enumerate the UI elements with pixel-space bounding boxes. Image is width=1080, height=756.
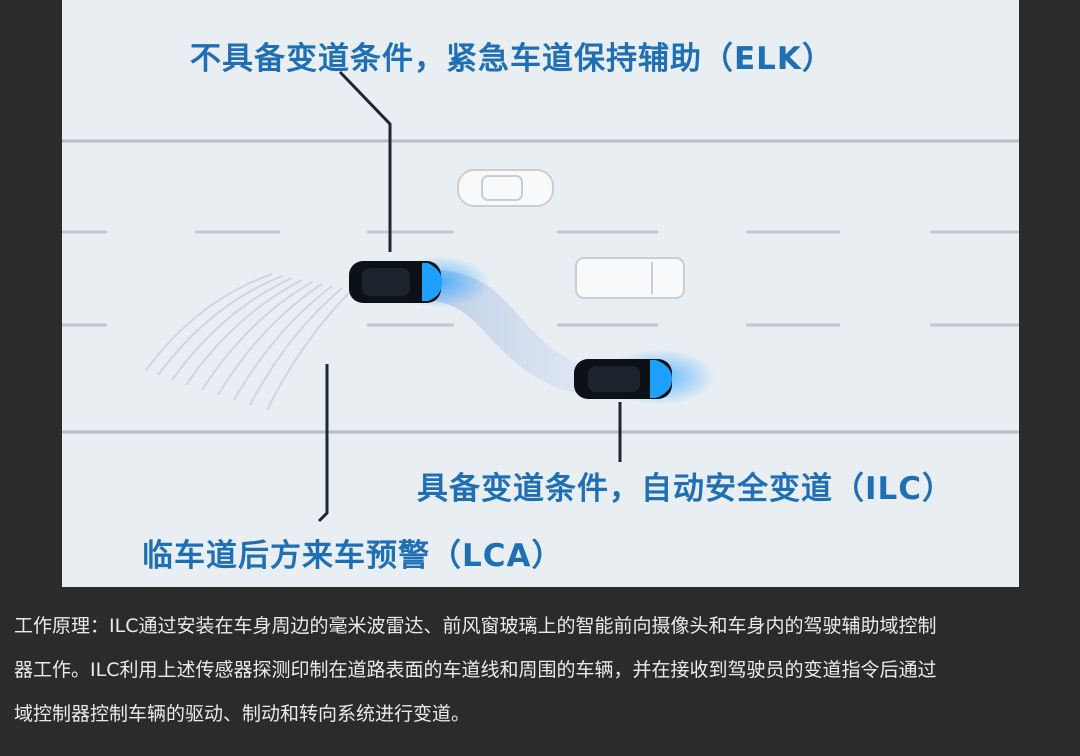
caption-line-1: 工作原理：ILC通过安装在车身周边的毫米波雷达、前风窗玻璃上的智能前向摄像头和车…	[14, 615, 937, 637]
lca-label: 临车道后方来车预警（LCA）	[142, 538, 564, 574]
road-illustration	[62, 70, 1019, 523]
elk-label: 不具备变道条件，紧急车道保持辅助（ELK）	[190, 41, 834, 77]
ilc-label: 具备变道条件，自动安全变道（ILC）	[417, 471, 955, 507]
callout-lines	[317, 70, 622, 523]
van-icon	[575, 257, 685, 299]
parked-car-icon	[457, 169, 554, 207]
caption-line-2: 器工作。ILC利用上述传感器探测印制在道路表面的车道线和周围的车辆，并在接收到驾…	[14, 659, 937, 681]
caption-line-3: 域控制器控制车辆的驱动、制动和转向系统进行变道。	[14, 703, 471, 725]
lane-change-diagram: 不具备变道条件，紧急车道保持辅助（ELK） 具备变道条件，自动安全变道（ILC）…	[62, 0, 1019, 587]
caption-text: 工作原理：ILC通过安装在车身周边的毫米波雷达、前风窗玻璃上的智能前向摄像头和车…	[14, 604, 1070, 736]
radar-wave-icon	[145, 273, 353, 411]
ego-car-end-icon	[574, 359, 672, 399]
ego-car-start-icon	[349, 261, 442, 303]
